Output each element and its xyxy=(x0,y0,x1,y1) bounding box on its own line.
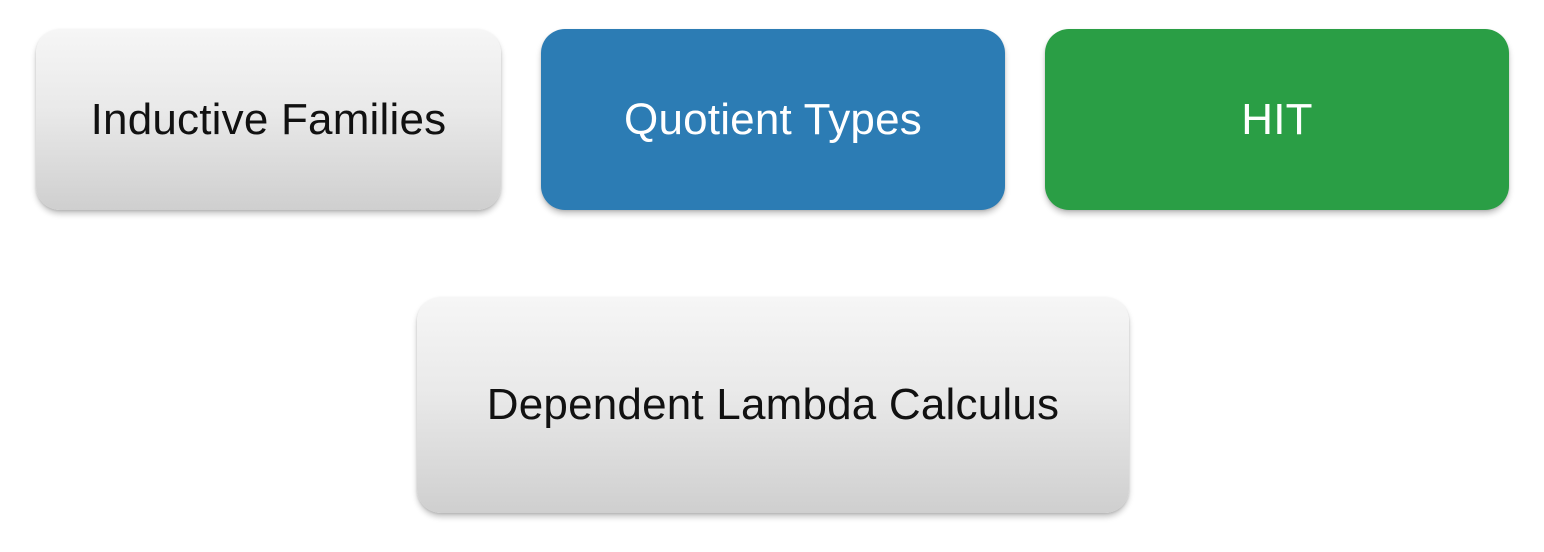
dependent-lambda-calculus-box: Dependent Lambda Calculus xyxy=(417,297,1129,513)
hit-label: HIT xyxy=(1241,94,1313,144)
inductive-families-label: Inductive Families xyxy=(90,94,447,144)
quotient-types-label: Quotient Types xyxy=(624,94,922,144)
dependent-lambda-calculus-label: Dependent Lambda Calculus xyxy=(486,380,1060,429)
inductive-families-box: Inductive Families xyxy=(36,29,501,210)
quotient-types-box: Quotient Types xyxy=(541,29,1005,210)
hit-box: HIT xyxy=(1045,29,1509,210)
